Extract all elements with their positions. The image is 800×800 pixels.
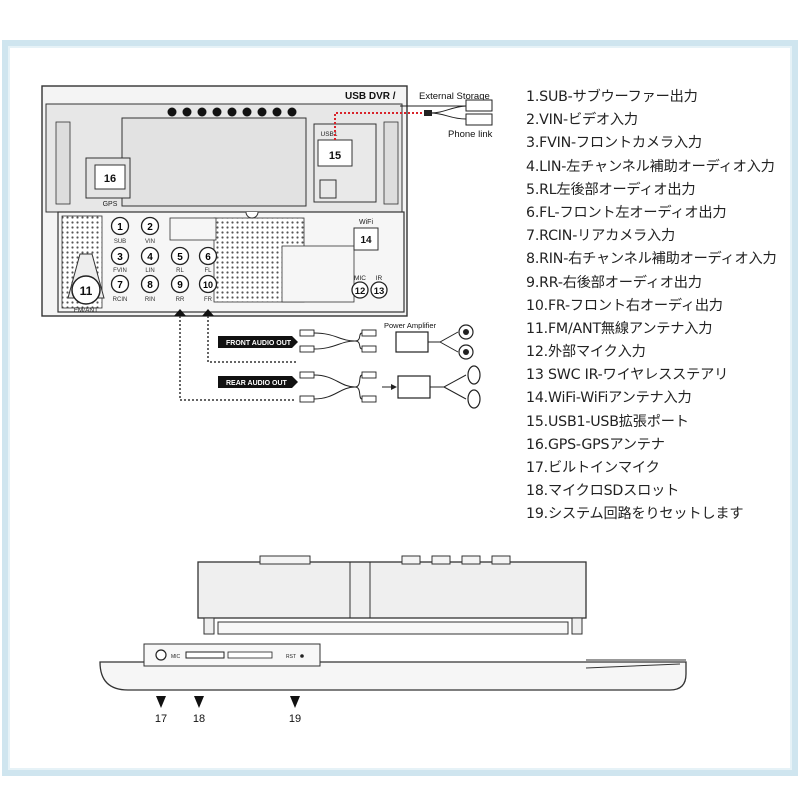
front-audio-out: FRONT AUDIO OUT Power Amplifier [218,321,474,360]
list-item: 5.RL左後部オーディオ出力 [526,181,696,198]
connector-3-number: 3 [117,252,123,263]
rst-side-label: RST [286,654,296,660]
wifi-connector-number: 14 [360,235,372,246]
list-item: 11.FM/ANT無線アンテナ入力 [526,320,713,337]
connector-6-label: FL [204,268,212,274]
connector-7-label: RCIN [113,297,128,303]
usb-dvr-title: USB DVR / [345,91,396,102]
rear-audio-label: REAR AUDIO OUT [226,380,288,387]
mic-side-label: MIC [171,654,181,660]
list-item: 2.VIN-ビデオ入力 [526,112,638,129]
connector-1-label: SUB [114,239,126,245]
usb1-connector-number: 15 [329,150,341,162]
connector-8-label: RIN [145,297,155,303]
connector-2-label: VIN [145,239,155,245]
list-item: 15.USB1-USB拡張ポート [526,413,689,430]
connector-3-label: FVIN [113,268,127,274]
mic-connector-number: 12 [355,286,366,297]
gps-connector-label: GPS [103,201,118,208]
connector-10-number: 10 [203,280,213,290]
list-item: 16.GPS-GPSアンテナ [526,436,665,453]
rear-speaker-icon [467,365,481,385]
label-19: 19 [289,713,301,725]
vent-dots [167,107,297,117]
list-item: 4.LIN-左チャンネル補助オーディオ入力 [526,158,775,175]
list-item: 3.FVIN-フロントカメラ入力 [526,135,702,152]
list-item: 19.システム回路をりセットします [526,506,744,523]
rear-amplifier-box [397,375,431,399]
power-amplifier-label: Power Amplifier [384,321,437,330]
list-item: 14.WiFi-WiFiアンテナ入力 [526,390,692,407]
rear-panel: 16 GPS USB1 15 WiFi 14 MIC IR 12 13 11 F… [41,85,430,317]
list-item: 17.ビルトインマイク [526,460,660,476]
built-in-mic-icon [155,649,167,661]
reset-hole-icon [300,654,304,658]
connector-6-number: 6 [205,252,211,263]
pin-description-list: 1.SUB-サブウーファー出力 2.VIN-ビデオ入力 3.FVIN-フロントカ… [526,86,798,527]
fm-ant-connector-label: FM/ANT [74,307,98,314]
usb-dvr-header: USB DVR / External Storage Phone link [345,91,493,140]
connector-4-label: LIN [145,268,154,274]
list-item: 13 SWC IR-ワイヤレスステアリ [526,367,729,384]
connector-5-number: 5 [177,252,183,263]
connector-2-number: 2 [147,222,153,233]
front-amplifier-box [395,331,429,353]
connector-9-label: RR [176,297,185,303]
rca-connectors: 1 2 3 4 5 6 7 8 9 10 SUB VIN FVIN LIN RL… [110,216,218,303]
list-item: 10.FR-フロント右オーディ出力 [526,297,723,314]
usb-dvr-link [334,112,430,140]
ir-connector-number: 13 [374,286,385,297]
wifi-connector-label: WiFi [359,219,373,226]
list-item: 8.RIN-右チャンネル補助オーディオ入力 [526,251,777,268]
side-view: MIC RST 17 18 19 [99,555,687,725]
phone-link-label: Phone link [448,129,493,140]
list-item: 7.RCIN-リアカメラ入力 [526,228,676,245]
list-item: 6.FL-フロント左オーディオ出力 [526,204,727,221]
external-storage-label: External Storage [419,91,490,102]
mic-connector-label: MIC [354,275,366,282]
connector-9-number: 9 [177,280,183,291]
list-item: 1.SUB-サブウーファー出力 [526,89,698,105]
connector-1-number: 1 [117,222,123,233]
micro-sd-slot [185,651,225,659]
connector-7-number: 7 [117,280,123,291]
list-item: 9.RR-右後部オーディオ出力 [526,274,702,291]
label-18: 18 [193,713,205,725]
connector-4-number: 4 [147,252,153,263]
fm-ant-connector-number: 11 [80,284,93,298]
usb-plug-icon [465,99,493,112]
connector-10-label: FR [204,297,213,303]
front-audio-label: FRONT AUDIO OUT [226,340,292,347]
list-item: 18.マイクロSDスロット [526,483,680,500]
list-item: 12.外部マイク入力 [526,344,646,361]
connector-8-number: 8 [147,280,153,291]
gps-connector-number: 16 [104,173,116,185]
audio-wiring [179,312,296,401]
rear-audio-out: REAR AUDIO OUT [218,365,481,409]
usb1-connector-label: USB1 [321,131,338,138]
connector-5-label: RL [176,268,184,274]
label-17: 17 [155,713,167,725]
ir-connector-label: IR [376,275,383,282]
